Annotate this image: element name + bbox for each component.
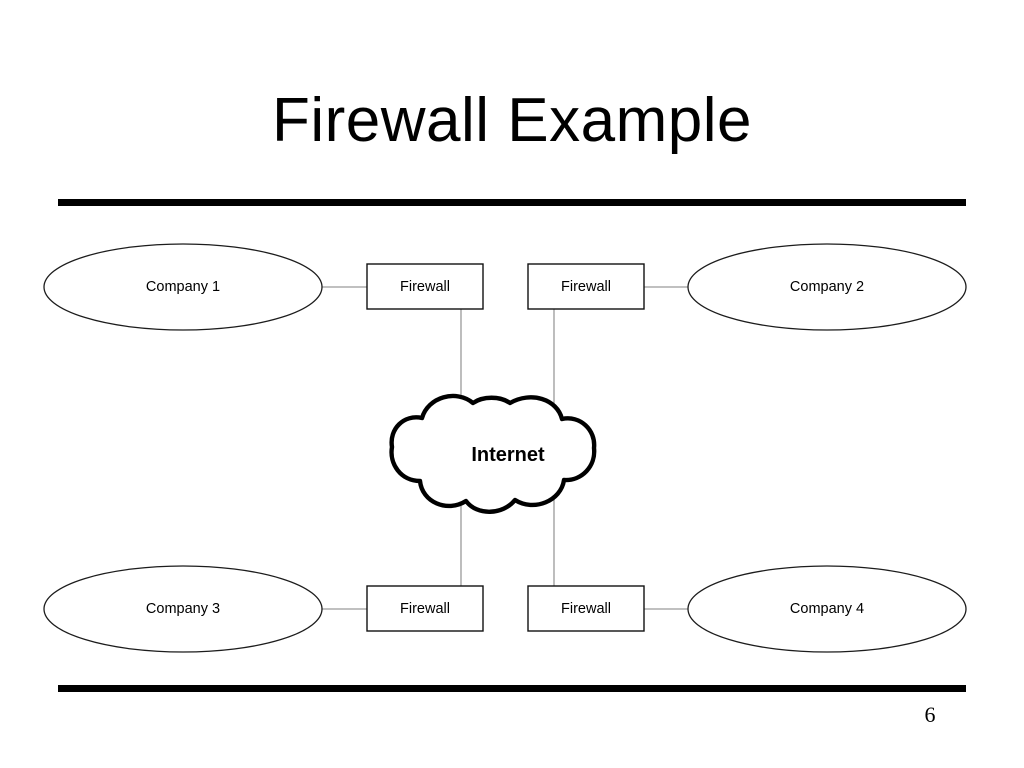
node-firewall1[interactable]: Firewall	[366, 263, 484, 310]
title-divider-top	[58, 199, 966, 206]
firewall2-box	[527, 263, 645, 310]
page-title: Firewall Example	[271, 86, 753, 155]
node-firewall4[interactable]: Firewall	[527, 585, 645, 632]
firewall3-label: Firewall	[400, 601, 450, 617]
node-internet[interactable]: Internet	[389, 393, 597, 514]
company1-label: Company 1	[146, 279, 220, 295]
company3-label: Company 3	[146, 601, 220, 617]
company1-ellipse	[43, 243, 323, 331]
node-company1[interactable]: Company 1	[43, 243, 323, 331]
node-firewall3[interactable]: Firewall	[366, 585, 484, 632]
firewall1-label: Firewall	[400, 279, 450, 295]
internet-label: Internet	[471, 444, 545, 466]
node-firewall2[interactable]: Firewall	[527, 263, 645, 310]
node-company3[interactable]: Company 3	[43, 565, 323, 653]
node-company2[interactable]: Company 2	[687, 243, 967, 331]
internet-cloud-shape	[389, 393, 597, 514]
page-number: 6	[924, 702, 936, 727]
firewall3-box	[366, 585, 484, 632]
company4-ellipse	[687, 565, 967, 653]
footer-divider-bottom	[58, 685, 966, 692]
firewall2-label: Firewall	[561, 279, 611, 295]
company2-ellipse	[687, 243, 967, 331]
firewall4-label: Firewall	[561, 601, 611, 617]
company4-label: Company 4	[790, 601, 864, 617]
firewall4-box	[527, 585, 645, 632]
firewall1-box	[366, 263, 484, 310]
company3-ellipse	[43, 565, 323, 653]
company2-label: Company 2	[790, 279, 864, 295]
node-company4[interactable]: Company 4	[687, 565, 967, 653]
